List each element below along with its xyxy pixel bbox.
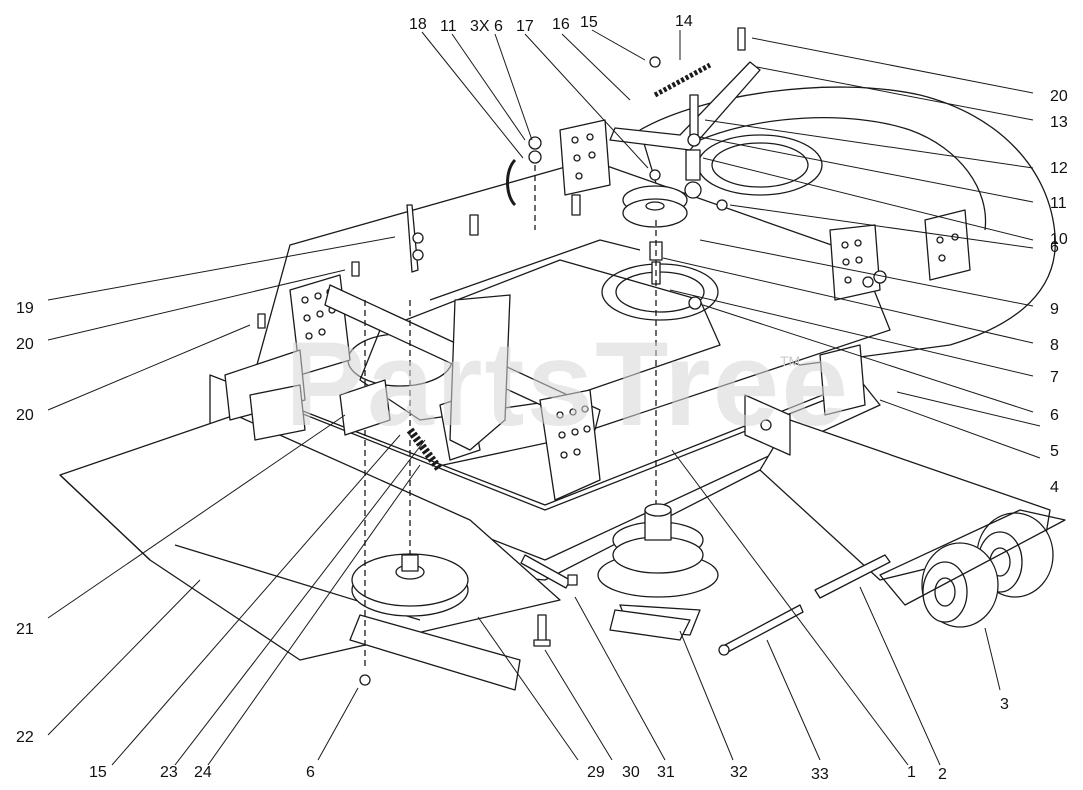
callout-22: 22 <box>16 729 34 746</box>
callout-6-upper: 6 <box>1050 239 1059 256</box>
idler-bolt <box>689 94 699 136</box>
callout-12: 12 <box>1050 160 1068 177</box>
callout-21: 21 <box>16 621 34 638</box>
bolt-4 <box>760 419 772 431</box>
idler-spring <box>653 62 712 98</box>
watermark: PartsTree <box>285 317 851 451</box>
rear-left-bracket <box>559 119 611 196</box>
callout-15: 15 <box>580 14 598 31</box>
carriage-bolt-20b <box>351 261 360 277</box>
callout-6-bottom: 6 <box>306 764 315 781</box>
front-right-bracket <box>539 389 601 501</box>
callout-3: 3 <box>1000 696 1009 713</box>
right-end-plate <box>924 209 971 281</box>
callout-14: 14 <box>675 13 693 30</box>
callout-19: 19 <box>16 300 34 317</box>
callout-15-bottom: 15 <box>89 764 107 781</box>
carriage-bolt-20c <box>257 313 266 329</box>
nut-3x6 <box>528 136 542 150</box>
callout-20-left-b: 20 <box>16 407 34 424</box>
idler-nut <box>716 199 728 211</box>
bracket-32 <box>609 609 691 641</box>
callout-20-top: 20 <box>1050 88 1068 105</box>
callout-3x6: 3X 6 <box>470 18 503 35</box>
callout-6-mid: 6 <box>1050 407 1059 424</box>
left-blade <box>349 614 521 691</box>
callout-24: 24 <box>194 764 212 781</box>
gauge-wheels <box>879 509 1066 628</box>
spring-anchor-nut <box>649 56 661 68</box>
callout-4: 4 <box>1050 479 1059 496</box>
callout-13: 13 <box>1050 114 1068 131</box>
front-spring <box>406 427 444 473</box>
washer-11 <box>528 150 542 164</box>
callout-18: 18 <box>409 16 427 33</box>
hook-18 <box>506 158 517 207</box>
callout-11-right: 11 <box>1050 195 1067 212</box>
callout-29: 29 <box>587 764 605 781</box>
hex-bolt-31 <box>520 554 571 589</box>
callout-9: 9 <box>1050 301 1059 318</box>
callout-1: 1 <box>907 764 916 781</box>
center-nut <box>688 296 702 310</box>
watermark-trademark: TM <box>780 353 801 369</box>
callout-17: 17 <box>516 18 534 35</box>
chute-bracket <box>249 384 306 441</box>
right-side-plate <box>819 344 866 416</box>
top-carriage-bolt <box>737 27 746 51</box>
bolt-top-left <box>469 214 479 236</box>
left-bottom-nut <box>359 674 371 686</box>
bolt-top-center <box>571 194 581 216</box>
callout-23: 23 <box>160 764 178 781</box>
left-pivot-block <box>339 379 391 436</box>
callout-32: 32 <box>730 764 748 781</box>
front-lever <box>449 294 511 451</box>
bolt-30 <box>537 614 547 644</box>
deck-shell-right-rim <box>699 117 987 231</box>
callout-10: 10 <box>1050 231 1068 248</box>
rear-right-bracket <box>829 224 881 301</box>
callout-20-left-a: 20 <box>16 336 34 353</box>
roller-axle <box>814 554 891 599</box>
axle-bolt-33 <box>724 604 804 653</box>
callout-31: 31 <box>657 764 675 781</box>
leader-lines <box>47 29 1041 766</box>
idler-spacer <box>685 149 701 181</box>
callout-33: 33 <box>811 766 829 783</box>
callout-8: 8 <box>1050 337 1059 354</box>
callout-16: 16 <box>552 16 570 33</box>
washer-5 <box>862 276 874 288</box>
callout-2: 2 <box>938 766 947 783</box>
front-bracket-holes <box>556 405 591 459</box>
callout-11: 11 <box>440 18 457 35</box>
callout-5: 5 <box>1050 443 1059 460</box>
callout-30: 30 <box>622 764 640 781</box>
callout-7: 7 <box>1050 369 1059 386</box>
